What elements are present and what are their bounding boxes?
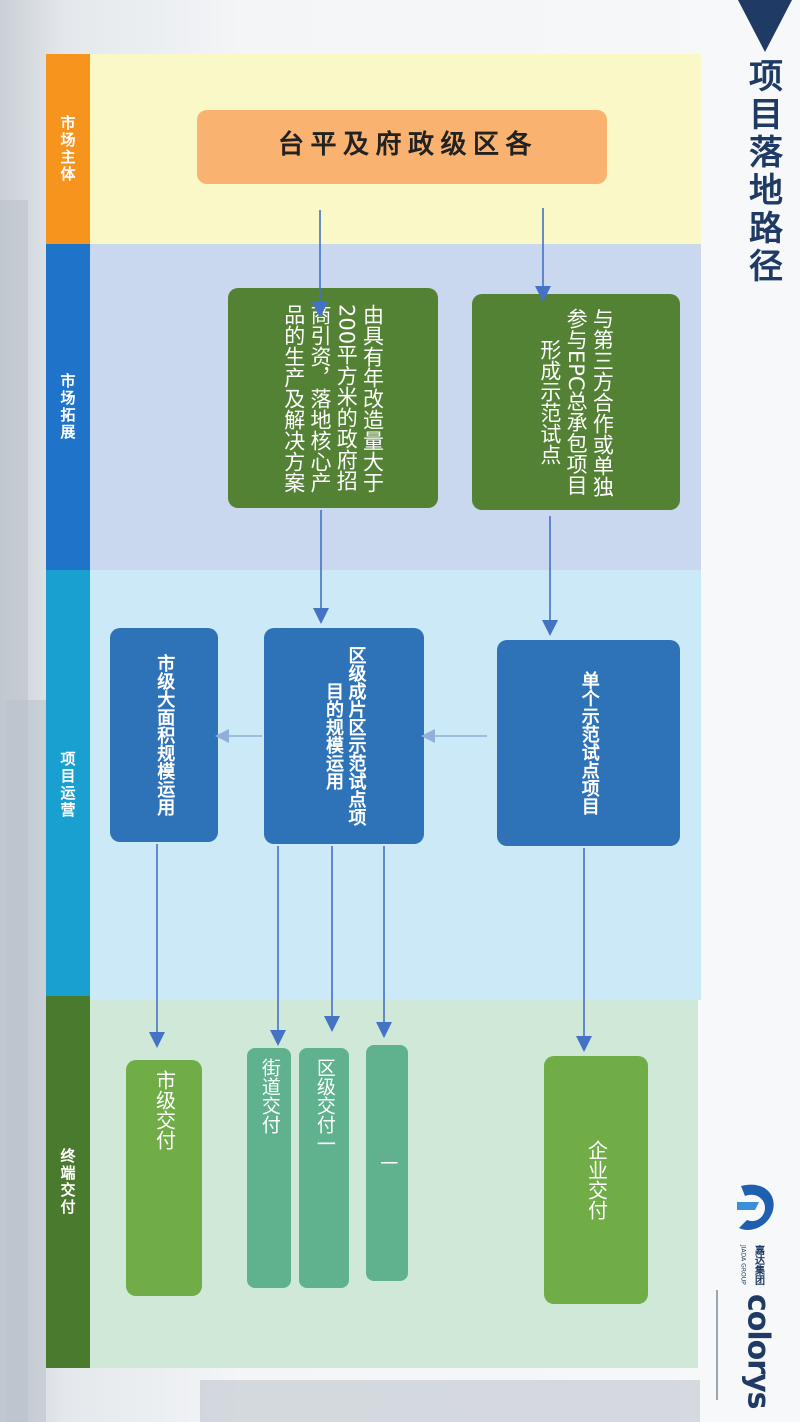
building-silhouette — [200, 1380, 700, 1422]
title-area: 项目落地路径 — [730, 0, 800, 440]
node-city-scale-use: 市级大面积规模运用 — [110, 628, 218, 842]
node-district-delivery: 区级交付一 — [299, 1048, 349, 1288]
building-silhouette — [6, 700, 46, 1422]
node-district-government: 各区级政府及平台 — [197, 110, 607, 184]
row-label-project-operation: 项目运营 — [46, 570, 90, 1000]
node-city-delivery: 市级交付 — [126, 1060, 202, 1296]
node-epc-pilot: 与第三方合作或单独参与EPC总承包项目形成示范试点 — [472, 294, 680, 510]
row-label-text: 项目运营 — [58, 751, 77, 819]
colorys-logo: colorys — [740, 1293, 776, 1409]
node-investment-promotion: 由具有年改造量大于200平方米的政府招商引资，落地核心产品的生产及解决方案 — [228, 288, 438, 508]
row-label-text: 市场主体 — [58, 115, 77, 183]
row-label-text: 市场拓展 — [58, 373, 77, 441]
title-triangle-icon — [738, 0, 792, 52]
row-label-market-subject: 市场主体 — [46, 54, 90, 244]
node-delivery-blank: 一 — [366, 1045, 408, 1281]
page-title: 项目落地路径 — [742, 58, 783, 286]
jiada-name-en: JIADA GROUP — [739, 1245, 747, 1285]
jiada-name-cn: 嘉达集团 — [752, 1245, 764, 1285]
node-street-delivery: 街道交付 — [247, 1048, 291, 1288]
logo-divider — [716, 1290, 718, 1400]
jiada-logo: 嘉达集团 JIADA GROUP — [733, 1180, 779, 1290]
row-label-terminal-delivery: 终端交付 — [46, 996, 90, 1368]
row-label-text: 终端交付 — [58, 1148, 77, 1216]
node-single-pilot-project: 单个示范试点项目 — [497, 640, 680, 846]
node-enterprise-delivery: 企业交付 — [544, 1056, 648, 1304]
node-district-scale-use: 区级成片区示范试点项目的规模运用 — [264, 628, 424, 844]
jiada-mark-icon — [737, 1184, 774, 1230]
row-label-market-expansion: 市场拓展 — [46, 244, 90, 570]
